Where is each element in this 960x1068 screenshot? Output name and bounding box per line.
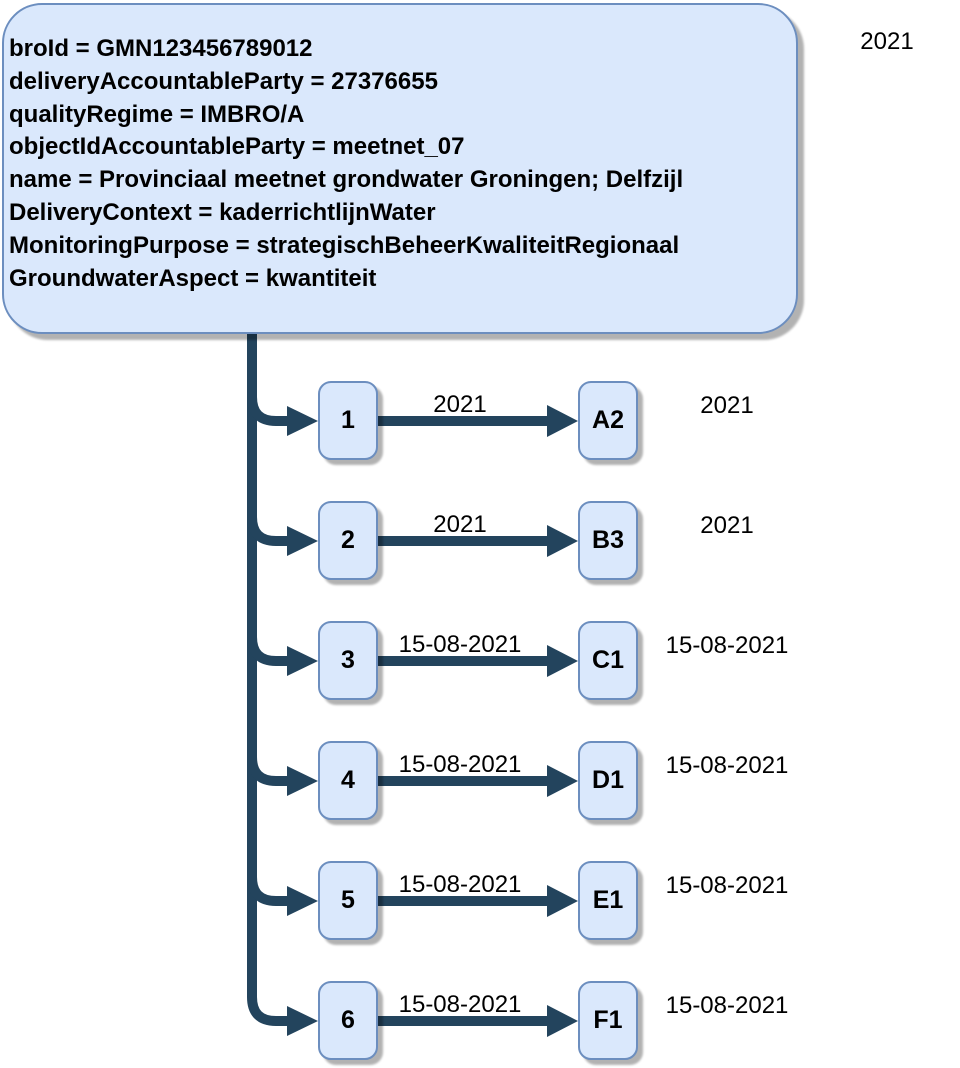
tube-row-2: 2 2021 B3 2021 [0,501,960,581]
tube-number-node: 5 [318,861,378,940]
monitoring-point-node: E1 [578,861,638,940]
tube-row-3: 3 15-08-2021 C1 15-08-2021 [0,621,960,701]
row-date-label: 15-08-2021 [665,752,789,779]
tube-number-node: 6 [318,981,378,1060]
row-date-label: 2021 [700,392,754,419]
gmn-attributes-box: broId = GMN123456789012 deliveryAccounta… [2,3,798,334]
edge-date-label: 2021 [433,511,487,538]
diagram-year-label: 2021 [860,28,914,55]
attribute-line-delivery-context: DeliveryContext = kaderrichtlijnWater [9,198,436,226]
monitoring-point-node: A2 [578,381,638,460]
monitoring-point-node: B3 [578,501,638,580]
tube-number-node: 4 [318,741,378,820]
tube-number-node: 3 [318,621,378,700]
attribute-line-groundwater-aspect: GroundwaterAspect = kwantiteit [9,264,377,292]
edge-date-label: 15-08-2021 [398,631,522,658]
attribute-line-delivery-accountable-party: deliveryAccountableParty = 27376655 [9,67,438,95]
monitoring-point-node: F1 [578,981,638,1060]
monitoring-point-node: C1 [578,621,638,700]
tube-row-1: 1 2021 A2 2021 [0,381,960,461]
row-date-label: 15-08-2021 [665,992,789,1019]
attribute-line-broid: broId = GMN123456789012 [9,35,313,62]
row-date-label: 15-08-2021 [665,632,789,659]
row-date-label: 2021 [700,512,754,539]
tube-row-5: 5 15-08-2021 E1 15-08-2021 [0,861,960,941]
attribute-line-name: name = Provinciaal meetnet grondwater Gr… [9,166,684,194]
monitoring-point-node: D1 [578,741,638,820]
edge-date-label: 15-08-2021 [398,871,522,898]
tube-row-6: 6 15-08-2021 F1 15-08-2021 [0,981,960,1061]
edge-date-label: 15-08-2021 [398,991,522,1018]
tube-number-node: 1 [318,381,378,460]
attribute-line-monitoring-purpose: MonitoringPurpose = strategischBeheerKwa… [9,231,680,259]
tube-number-node: 2 [318,501,378,580]
edge-date-label: 15-08-2021 [398,751,522,778]
attribute-line-object-id: objectIdAccountableParty = meetnet_07 [9,133,465,161]
tube-row-4: 4 15-08-2021 D1 15-08-2021 [0,741,960,821]
row-date-label: 15-08-2021 [665,872,789,899]
edge-date-label: 2021 [433,391,487,418]
attribute-line-quality-regime: qualityRegime = IMBRO/A [9,100,305,128]
